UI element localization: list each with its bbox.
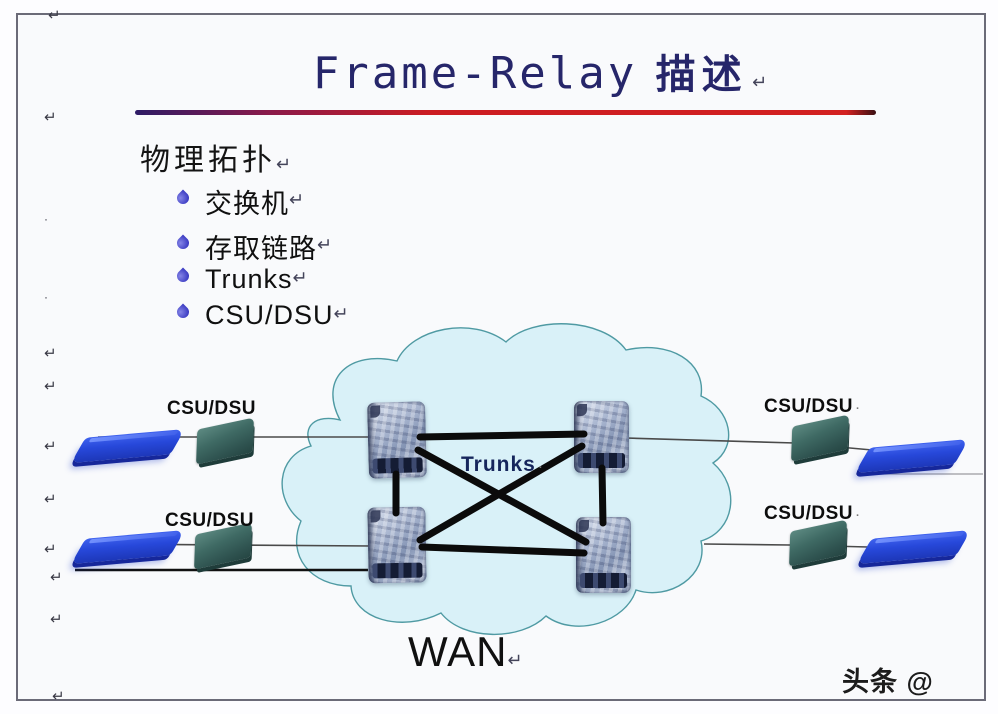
section-heading-text: 物理拓扑 (140, 144, 276, 177)
droplet-bullet-icon (174, 234, 192, 252)
csu-dsu-label-left-top: CSU/DSU (167, 398, 257, 419)
wan-switch-icon-top-left (367, 401, 427, 479)
paragraph-mark-icon: · (856, 510, 861, 522)
paragraph-mark-icon: ↵ (317, 234, 333, 255)
paragraph-mark-icon: ↵ (292, 267, 308, 288)
paragraph-mark-icon: ↵ (44, 109, 57, 126)
csu-dsu-label-right-top: CSU/DSU· (764, 396, 860, 418)
csu-dsu-label-right-bottom: CSU/DSU· (764, 503, 860, 525)
paragraph-mark-icon: ↵ (50, 611, 63, 628)
bullet-label: 存取链路 (205, 234, 317, 264)
wan-switch-icon-bottom-left (367, 506, 427, 584)
wan-switch-icon-top-right (574, 401, 629, 473)
paragraph-mark-icon: ↵ (289, 189, 305, 210)
toutiao-watermark: 头条 @ (842, 667, 934, 697)
bullet-label: CSU/DSU (205, 300, 334, 330)
slide-title: Frame-Relay 描述 ↵ (150, 42, 930, 100)
wan-label-text: WAN (408, 628, 508, 675)
trunks-label-text: Trunks (461, 453, 536, 476)
bullet-item-switches: 交换机↵ (174, 182, 305, 219)
paragraph-mark-icon: · (44, 212, 48, 226)
droplet-bullet-icon (174, 267, 192, 285)
paragraph-mark-icon: ↵ (276, 154, 292, 174)
trunks-label: Trunks· (461, 453, 544, 477)
paragraph-mark-icon: ↵ (333, 303, 349, 324)
paragraph-mark-icon: · (538, 462, 544, 474)
droplet-bullet-icon (174, 189, 192, 207)
paragraph-mark-icon: ↵ (507, 650, 523, 670)
section-heading: 物理拓扑↵ (140, 135, 291, 179)
title-english: Frame-Relay (312, 48, 638, 99)
title-underline-rule (135, 110, 876, 115)
bullet-item-access-links: 存取链路↵ (174, 227, 333, 264)
csu-dsu-label-text: CSU/DSU (764, 503, 854, 524)
paragraph-mark-icon: ↵ (52, 688, 65, 705)
slide-border (16, 13, 986, 701)
bullet-item-trunks: Trunks↵ (174, 264, 308, 298)
paragraph-mark-icon: ↵ (44, 345, 57, 362)
paragraph-mark-icon: ↵ (44, 541, 57, 558)
paragraph-mark-icon: ↵ (44, 438, 57, 455)
paragraph-mark-icon: ↵ (752, 72, 768, 92)
title-chinese: 描述 (655, 53, 748, 97)
csu-dsu-label-left-bottom: CSU/DSU (165, 510, 255, 531)
paragraph-mark-icon: ↵ (50, 569, 63, 586)
wan-switch-icon-bottom-right (576, 517, 631, 593)
bullet-label: 交换机 (205, 189, 289, 219)
droplet-bullet-icon (174, 303, 192, 321)
paragraph-mark-icon: · (856, 403, 861, 415)
paragraph-mark-icon: · (44, 290, 48, 304)
paragraph-mark-icon: ↵ (48, 7, 61, 24)
wan-label: WAN↵ (408, 628, 523, 676)
paragraph-mark-icon: ↵ (44, 491, 57, 508)
bullet-item-csu-dsu: CSU/DSU↵ (174, 300, 349, 334)
paragraph-mark-icon: ↵ (44, 378, 57, 395)
csu-dsu-label-text: CSU/DSU (764, 396, 854, 417)
bullet-label: Trunks (205, 264, 293, 294)
